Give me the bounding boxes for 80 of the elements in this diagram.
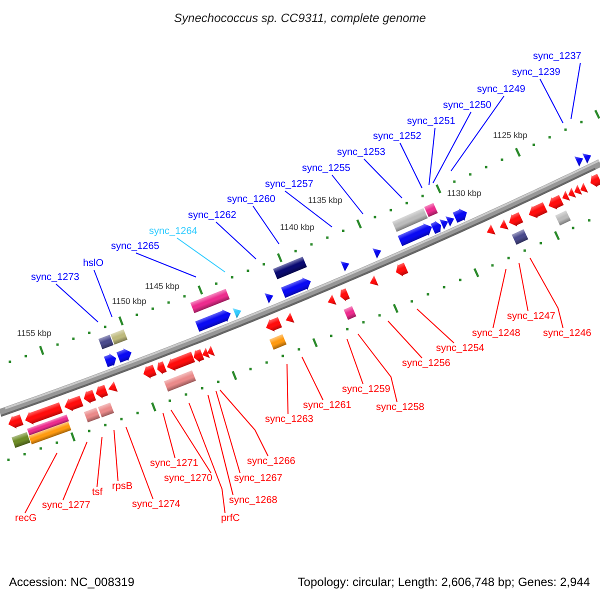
gene-label: sync_1247	[507, 311, 556, 323]
leader-line	[358, 334, 398, 402]
leader-line	[540, 78, 564, 124]
leader-line	[416, 308, 454, 344]
leader-line	[346, 338, 364, 384]
leader-line	[284, 190, 332, 228]
gene-label: sync_1250	[443, 100, 492, 112]
leader-line	[176, 238, 226, 272]
gene-label: sync_1268	[229, 495, 278, 507]
gene-label: sync_1256	[402, 358, 450, 370]
gene-label: sync_1246	[543, 328, 592, 340]
gene-label: sync_1264	[149, 226, 198, 238]
leader-line	[188, 402, 226, 514]
gene-label: sync_1266	[247, 456, 296, 468]
scale-label: 1125 kbp	[493, 130, 528, 140]
leader-line	[96, 436, 102, 488]
gene-label: prfC	[221, 513, 240, 525]
leader-line	[518, 262, 528, 312]
leader-line	[162, 412, 176, 458]
leader-line	[428, 128, 436, 186]
leader-line	[208, 394, 234, 496]
scale-label: 1140 kbp	[280, 222, 314, 232]
leader-line	[286, 364, 288, 414]
gene-label: sync_1267	[234, 473, 282, 485]
gene-label: sync_1251	[407, 116, 456, 128]
gene-label: sync_1262	[188, 210, 236, 222]
gene-label: sync_1273	[31, 272, 80, 284]
gene-label: sync_1258	[376, 402, 424, 414]
leader-line	[388, 320, 422, 358]
gene-label: sync_1274	[132, 499, 180, 511]
gene-label: sync_1257	[265, 179, 314, 191]
leader-line	[62, 442, 88, 500]
gene-label: tsf	[92, 487, 103, 499]
leader-line	[94, 270, 112, 318]
leader-line	[302, 356, 324, 400]
leader-line	[252, 206, 280, 244]
leader-line	[24, 452, 58, 514]
gene-label: rpsB	[112, 481, 133, 493]
gene-label: sync_1249	[477, 84, 526, 96]
gene-label: sync_1255	[302, 163, 350, 175]
gene-label: hslO	[83, 258, 104, 270]
leader-line	[136, 252, 196, 278]
gene-label: sync_1252	[373, 131, 422, 143]
scale-label: 1145 kbp	[145, 281, 180, 291]
scale-label: 1130 kbp	[447, 188, 482, 198]
leader-line	[216, 222, 256, 260]
gene-label: sync_1237	[533, 51, 582, 63]
genome-summary: Topology: circular; Length: 2,606,748 bp; Genes: 2,944	[298, 575, 590, 589]
gene-label: sync_1265	[111, 241, 160, 253]
leader-line	[492, 268, 506, 328]
leader-line	[332, 174, 364, 214]
accession-text: Accession: NC_008319	[9, 575, 134, 589]
gene-label: sync_1260	[227, 194, 276, 206]
leader-line	[126, 426, 154, 500]
leader-line	[400, 142, 422, 188]
gene-label: recG	[15, 513, 37, 525]
gene-label: sync_1263	[265, 414, 314, 426]
scale-label: 1155 kbp	[17, 328, 52, 338]
leader-line	[216, 390, 240, 474]
title: Synechococcus sp. CC9311, complete genome	[174, 11, 426, 25]
gene-label: sync_1259	[342, 384, 390, 396]
gene-label: sync_1253	[337, 147, 386, 159]
leader-line	[432, 112, 472, 184]
leader-line	[570, 62, 581, 120]
gene-label: sync_1271	[150, 458, 198, 470]
leader-line	[220, 390, 268, 456]
gene-label: sync_1270	[164, 473, 212, 485]
leader-line	[170, 410, 212, 474]
leader-line	[364, 158, 402, 198]
leader-line	[56, 284, 98, 322]
gene-label: sync_1277	[42, 500, 90, 512]
scale-label: 1150 kbp	[112, 296, 146, 306]
leader-line	[530, 258, 564, 328]
leader-line	[114, 430, 118, 482]
gene-label: sync_1239	[512, 67, 560, 79]
scale-label: 1135 kbp	[308, 195, 342, 205]
leader-line	[450, 96, 504, 172]
gene-label: sync_1254	[436, 343, 484, 355]
gene-label: sync_1248	[472, 328, 520, 340]
gene-label: sync_1261	[303, 400, 352, 412]
